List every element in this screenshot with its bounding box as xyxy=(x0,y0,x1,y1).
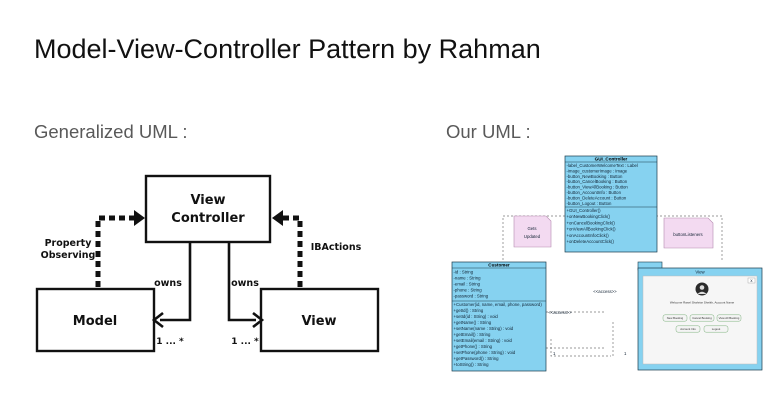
our-uml-heading: Our UML : xyxy=(446,121,531,142)
controller-method: +onNewBookingClick() xyxy=(567,214,611,219)
access-left-label: <<access>> xyxy=(548,310,572,315)
customer-methods: +Customer(id, name, email, phone, passwo… xyxy=(454,302,543,367)
owns-right-label: owns xyxy=(231,278,259,289)
note-updated-label: Updated xyxy=(524,234,541,239)
customer-method: +getName() : String xyxy=(454,320,492,325)
uml-mult-left: 1 xyxy=(553,351,556,356)
view-mock-button xyxy=(689,314,715,322)
customer-method: +getId() : String xyxy=(454,308,484,313)
note-gets-label: Gets xyxy=(527,226,536,231)
view-welcome-text: Welcome Rasel Shahriar Sheikh, Account N… xyxy=(670,301,735,305)
view-mock-button-label: Logout xyxy=(712,327,721,331)
view-window: View x Welcome Rasel Shahriar Sheikh, Ac… xyxy=(637,261,763,371)
view-mock-button xyxy=(703,325,729,333)
customer-method: +getEmail() : String xyxy=(454,332,492,337)
owns-left-label: owns xyxy=(154,278,182,289)
view-mock-button-label: View All Booking xyxy=(719,316,740,320)
property-observing-arrow xyxy=(95,215,136,287)
customer-method: +setPhone(phone : String) : void xyxy=(454,350,516,355)
controller-method: +onAccountInfoClick() xyxy=(567,233,610,238)
gui-controller-attributes: -label_CustomerWelcomeText : Label-image… xyxy=(567,163,638,206)
controller-attribute: -button_Logout : Button xyxy=(567,201,613,206)
customer-attribute: -id : String xyxy=(454,270,474,275)
customer-method: +Customer(id, name, email, phone, passwo… xyxy=(454,302,543,307)
controller-method: +GUI_Controller() xyxy=(567,208,602,213)
model-label: Model xyxy=(73,314,117,329)
customer-class: Customer -id : String-name : String-emai… xyxy=(451,261,547,372)
customer-attributes: -id : String-name : String-email : Strin… xyxy=(454,270,489,299)
gui-controller-methods: +GUI_Controller()+onNewBookingClick()+on… xyxy=(567,208,617,244)
property-observing-label-1: Property xyxy=(45,238,93,249)
view-buttons: New Booking Cancel Booking View All Bookin… xyxy=(662,314,742,333)
controller-attribute: -button_CancelBooking : Button xyxy=(567,179,628,184)
customer-method: +toString() : String xyxy=(454,362,490,367)
controller-attribute: -button_DeleteAccount : Button xyxy=(567,195,627,200)
controller-method: +onDeleteAccountClick() xyxy=(567,239,615,244)
controller-method: +onViewAllBookingClick() xyxy=(567,227,617,232)
view-mock-button-label: Account Info xyxy=(680,327,696,331)
gui-controller-class: GUI_Controller -label_CustomerWelcomeTex… xyxy=(564,155,658,253)
view-close-icon: x xyxy=(750,278,753,283)
mult-right-label: 1 ... * xyxy=(231,337,259,347)
controller-method: +onCancelBookingClick() xyxy=(567,220,616,225)
view-mock-button xyxy=(662,314,688,322)
customer-method: +setName(name : String) : void xyxy=(454,326,514,331)
view-controller-box xyxy=(144,174,272,244)
view-mock-button-label: New Booking xyxy=(667,316,684,320)
controller-attribute: -button_AccountInfo : Button xyxy=(567,190,622,195)
ibactions-arrow xyxy=(282,215,303,287)
property-observing-label-2: Observing xyxy=(41,250,96,261)
customer-method: +getPassword() : String xyxy=(454,356,500,361)
view-mock-button xyxy=(675,325,701,333)
owns-view-arrow xyxy=(227,243,256,322)
customer-method: +setEmail(email : String) : void xyxy=(454,338,513,343)
customer-attribute: -phone : String xyxy=(454,288,483,293)
access-right-label: <<access>> xyxy=(593,289,617,294)
view-controller-label-1: View xyxy=(190,193,225,208)
customer-attribute: -email : String xyxy=(454,282,481,287)
customer-method: +setId(id : String) : void xyxy=(454,314,499,319)
note-gets-updated: Gets Updated xyxy=(513,215,552,248)
mult-left-label: 1 ... * xyxy=(156,337,184,347)
view-controller-label-2: Controller xyxy=(171,211,245,226)
customer-attribute: -name : String xyxy=(454,276,482,281)
generalized-uml-heading: Generalized UML : xyxy=(34,121,188,142)
view-label: View xyxy=(301,314,336,329)
note-button-listeners-label: buttonListeners xyxy=(673,232,702,237)
slide-title: Model-View-Controller Pattern by Rahman xyxy=(34,34,541,64)
controller-attribute: -image_customerImage : Image xyxy=(567,168,628,173)
view-window-title: View xyxy=(695,270,705,275)
uml-mult-right: 1 xyxy=(624,351,627,356)
gui-controller-name: GUI_Controller xyxy=(595,157,628,162)
controller-attribute: -button_ViewAllBooking : Button xyxy=(567,185,629,190)
customer-attribute: -password : String xyxy=(454,294,489,299)
view-mock-button xyxy=(716,314,742,322)
customer-method: +getPhone() : String xyxy=(454,344,493,349)
controller-attribute: -button_NewBooking : Button xyxy=(567,174,624,179)
owns-model-arrow xyxy=(160,243,192,322)
note-button-listeners: buttonListeners xyxy=(663,217,714,249)
customer-name: Customer xyxy=(488,263,510,268)
view-mock-button-label: Cancel Booking xyxy=(692,316,712,320)
ibactions-label: IBActions xyxy=(311,242,362,253)
controller-attribute: -label_CustomerWelcomeText : Label xyxy=(567,163,638,168)
